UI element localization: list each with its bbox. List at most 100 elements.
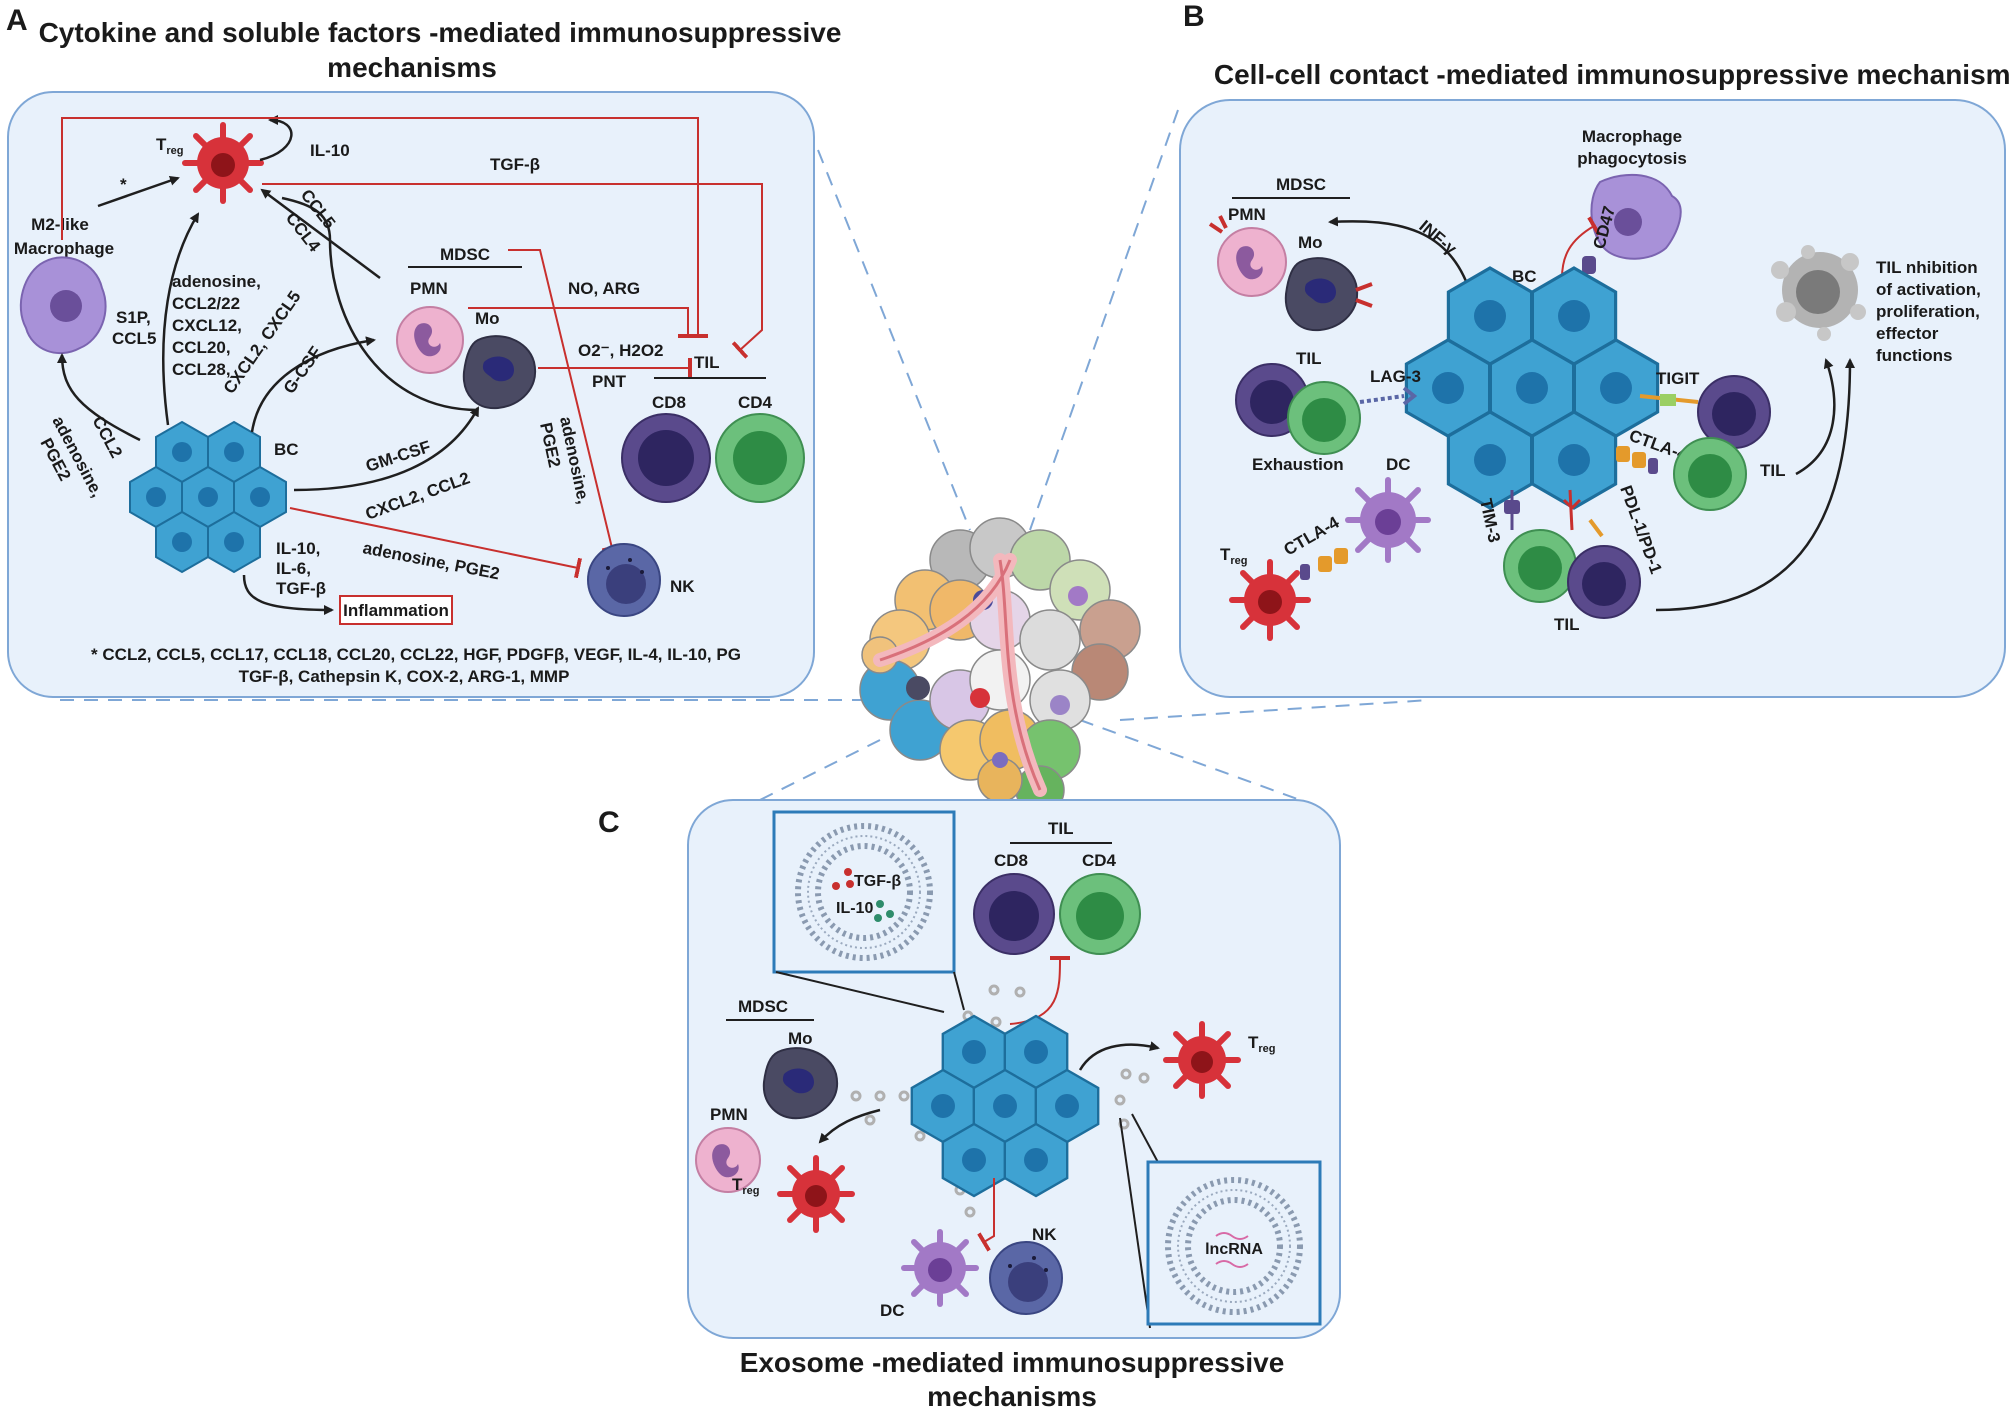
bc-to-inflammation-arrow — [242, 574, 334, 615]
tigit-receptor — [1639, 394, 1699, 406]
til-bottom-to-inhibition-arrow — [1655, 358, 1855, 612]
inset-top-leader-left — [775, 971, 945, 1013]
cd8-label-a: CD8 — [652, 393, 686, 412]
exosome-inset-bottom — [1146, 1160, 1322, 1326]
m2-label-line1: M2-like — [31, 215, 89, 234]
bc-label-b: BC — [1512, 267, 1537, 286]
til-label-c: TIL — [1048, 819, 1074, 838]
m2-to-treg-arrow — [97, 175, 180, 208]
cd4-label-a: CD4 — [738, 393, 773, 412]
dc-label-c: DC — [880, 1301, 905, 1320]
inset-bottom-leader-left — [1119, 1117, 1151, 1329]
exosome-bottom — [1165, 1177, 1303, 1315]
macrophage-label-line2: phagocytosis — [1577, 149, 1687, 168]
panel-c-title-line1: Exosome -mediated immunosuppressive — [740, 1347, 1285, 1378]
panel-a-letter: A — [6, 4, 28, 37]
cd47-inhibition — [1561, 216, 1601, 279]
asterisk-label: * — [120, 175, 127, 194]
treg-right-cell-c — [1163, 1021, 1241, 1099]
inflammation-label: Inflammation — [343, 601, 449, 620]
til-inhibition-4: functions — [1876, 346, 1953, 365]
exhausted-til-pair — [1235, 363, 1361, 455]
mo-to-treg-line — [281, 196, 479, 412]
mo-label-b: Mo — [1298, 233, 1323, 252]
cd4-cell-a — [715, 413, 805, 503]
mo-cell-a — [462, 335, 537, 410]
panel-a: A Cytokine and soluble factors -mediated… — [6, 4, 842, 698]
panel-c: C Exosome -mediated immunosuppressive me… — [598, 799, 1341, 1412]
exosome-to-treg-arrow — [1078, 1041, 1160, 1071]
treg-cell-b — [1229, 559, 1311, 641]
nk-cell-c — [989, 1241, 1063, 1315]
bc-to-pmn-arrow — [250, 336, 376, 433]
tigit-label: TIGIT — [1656, 369, 1700, 388]
til-right-to-inhibition-arrow — [1795, 358, 1836, 476]
factor-4: CCL28, — [172, 360, 231, 379]
treg-cell — [182, 122, 264, 204]
footnote-line2: TGF-β, Cathepsin K, COX-2, ARG-1, MMP — [239, 667, 570, 686]
inflammation-box — [339, 595, 453, 625]
tgfb-label: TGF-β — [490, 155, 540, 174]
panel-a-title-line2: mechanisms — [327, 52, 497, 83]
o2-h2o2-label: O2⁻, H2O2 — [578, 341, 664, 360]
mdsc-label-c: MDSC — [738, 997, 788, 1016]
cd8-cell-c — [973, 873, 1055, 955]
nk-label-c: NK — [1032, 1225, 1057, 1244]
treg-left-label-c: Treg — [732, 1175, 760, 1197]
mdsc-label-b: MDSC — [1276, 175, 1326, 194]
til-label-a: TIL — [694, 353, 720, 372]
factor-0: adenosine, — [172, 272, 261, 291]
til-top-label-b: TIL — [1296, 349, 1322, 368]
exosome-il10-label: IL-10 — [836, 900, 873, 917]
tumor-microenvironment — [859, 517, 1141, 815]
treg-label-b: Treg — [1220, 545, 1248, 567]
bc-to-treg-arrow — [162, 212, 200, 426]
panel-b-letter: B — [1183, 0, 1205, 33]
s1p-label: S1P, — [116, 308, 151, 327]
cd4-label-c: CD4 — [1082, 851, 1117, 870]
pmn-label-b: PMN — [1228, 205, 1266, 224]
ctla4-right-receptor — [1616, 446, 1658, 474]
bc-to-nk-inhibition — [289, 507, 582, 579]
inset-top-leader-right — [953, 971, 965, 1011]
mo-label-c: Mo — [788, 1029, 813, 1048]
ccl5-a-label: CCL5 — [112, 329, 156, 348]
il10-loop-label: IL-10 — [310, 141, 350, 160]
pmn-label-a: PMN — [410, 279, 448, 298]
no-arg-label: NO, ARG — [568, 279, 640, 298]
il10-autocrine-arrow — [259, 115, 293, 162]
exosome-dots — [850, 984, 1150, 1218]
til-ctla4-cell — [1673, 437, 1747, 511]
panel-a-title-line1: Cytokine and soluble factors -mediated i… — [39, 17, 842, 48]
panel-c-letter: C — [598, 806, 620, 839]
pmn-label-c: PMN — [710, 1105, 748, 1124]
zoom-connectors — [60, 109, 1431, 801]
mdsc-label-a: MDSC — [440, 245, 490, 264]
pmn-cell-b — [1208, 215, 1287, 297]
exosome-inset-top — [772, 810, 956, 974]
nk-cell-a — [587, 543, 661, 617]
til-tim3-cell — [1503, 529, 1577, 603]
panel-b: B Cell-cell contact -mediated immunosupp… — [1179, 0, 2009, 698]
til-bottom-label: TIL — [1554, 615, 1580, 634]
til-right-label: TIL — [1760, 461, 1786, 480]
dc-label-b: DC — [1386, 455, 1411, 474]
cd4-cell-c — [1059, 873, 1141, 955]
factor-1: CCL2/22 — [172, 294, 240, 313]
til-pd1-cell — [1567, 545, 1641, 619]
pmn-to-til-inhibition — [468, 307, 698, 338]
exosome-to-mdsc-arrow — [818, 1108, 881, 1144]
pdl1-receptor — [1562, 489, 1604, 538]
exhausted-til-cell — [1771, 245, 1866, 341]
il-list-0: IL-10, — [276, 539, 320, 558]
footnote-line1: * CCL2, CCL5, CCL17, CCL18, CCL20, CCL22… — [91, 645, 741, 664]
mo-cell-c — [762, 1047, 839, 1120]
til-inhibition-2: proliferation, — [1876, 302, 1980, 321]
bc-label-a: BC — [274, 440, 299, 459]
pmn-cell-c — [695, 1127, 761, 1193]
il-list-2: TGF-β — [276, 579, 326, 598]
bc-to-m2-arrow — [57, 353, 141, 442]
m2-macrophage-cell — [19, 256, 107, 355]
panel-c-title-line2: mechanisms — [927, 1381, 1097, 1412]
